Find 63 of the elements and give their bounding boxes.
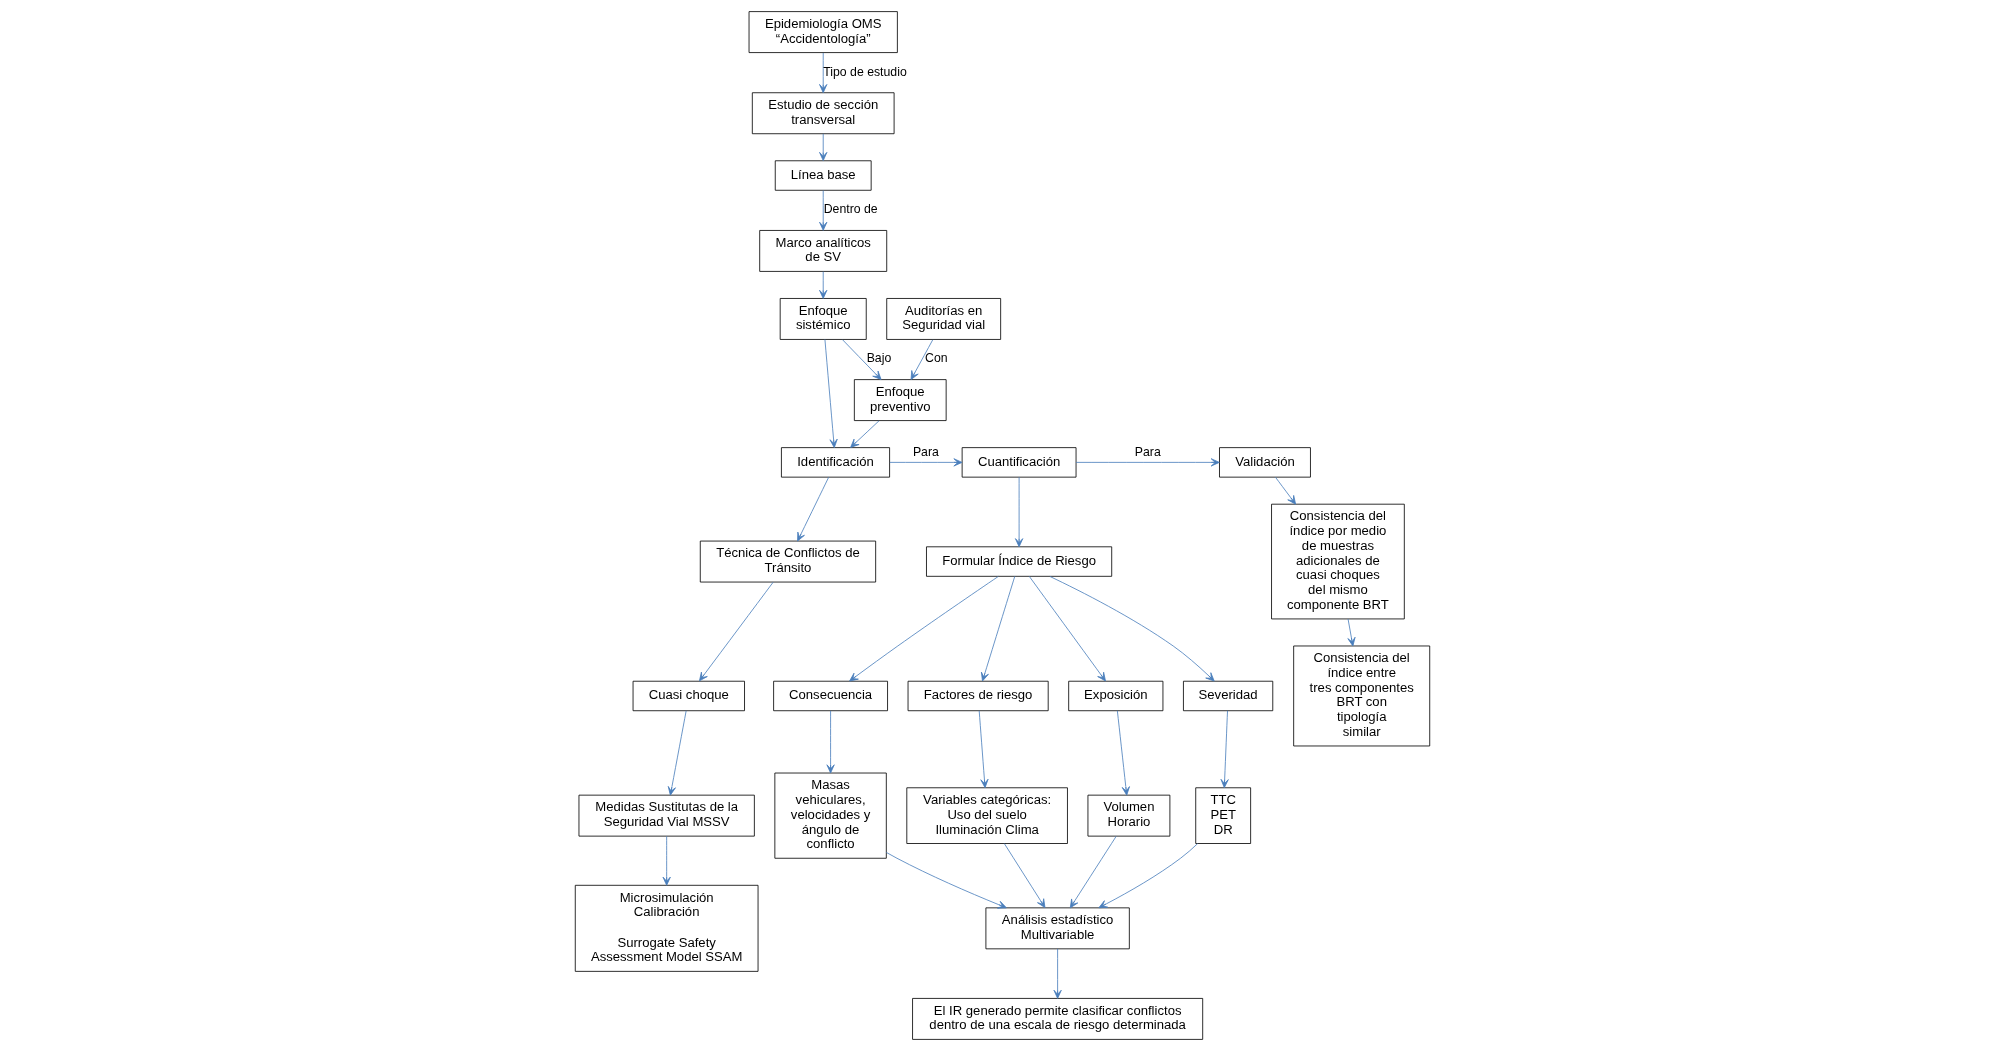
arrow [1116, 710, 1130, 796]
node-box: Consistencia del índice entre tres componentes BRT con tipología similar [1292, 645, 1430, 747]
node-box: Estudio de sección transversal [751, 92, 894, 135]
edge-label: Bajo [866, 351, 891, 366]
arrow [1097, 843, 1198, 909]
arrow [698, 581, 774, 682]
arrow [1346, 618, 1355, 647]
arrow [910, 339, 933, 380]
arrow [848, 576, 999, 682]
arrow [1274, 476, 1296, 505]
node-box: Consecuencia [772, 680, 888, 712]
arrow [1048, 576, 1215, 682]
node-box: Exposición [1067, 680, 1163, 712]
node-box: Masas vehiculares, velocidades y ángulo de conflicto [773, 772, 887, 859]
arrow [1075, 458, 1220, 467]
arrow [841, 339, 881, 380]
arrow [888, 458, 962, 467]
node-box: Formular Índice de Riesgo [925, 546, 1112, 577]
node-box: Enfoque preventivo [853, 379, 947, 421]
arrow [818, 133, 827, 161]
node-box: Severidad [1182, 680, 1273, 712]
edge-label: Con [924, 351, 948, 366]
node-box: Volumen Horario [1087, 794, 1170, 837]
node-box: Auditorías en Seguridad vial [885, 298, 1001, 340]
arrow [662, 835, 671, 886]
edge-label: Tipo de estudio [822, 64, 907, 79]
node-box: El IR generado permite clasificar conflictos dentro de una escala de riesgo determinada [911, 998, 1203, 1040]
node-box: Identificación [780, 447, 890, 478]
arrow [826, 710, 835, 774]
edge-label: Dentro de [823, 202, 878, 217]
node-box: Medidas Sustitutas de la Seguridad Vial MSSV [578, 794, 755, 837]
node-box: Variables categóricas: Uso del suelo Iluminación Clima [905, 787, 1068, 844]
node-box: Enfoque sistémico [779, 298, 867, 340]
arrow [1053, 948, 1062, 999]
arrow [818, 190, 827, 231]
node-box: Validación [1218, 447, 1311, 478]
node-box: Técnica de Conflictos de Tránsito [699, 540, 876, 583]
node-box: Epidemiología OMS “Accidentología” [748, 11, 898, 53]
arrow [824, 339, 838, 448]
node-box: Marco analíticos de SV [758, 230, 887, 272]
edge-label: Para [912, 444, 939, 459]
node-box: Línea base [774, 160, 872, 191]
node-box: Consistencia del índice por medio de muestras adicionales de cuasi choques del mismo componente BRT [1270, 503, 1405, 620]
arrow [849, 420, 879, 448]
edge-label: Para [1134, 444, 1161, 459]
arrow [818, 52, 827, 94]
arrow [1069, 835, 1117, 909]
arrow [1014, 476, 1023, 548]
node-box: Cuasi choque [632, 680, 745, 712]
arrow [1003, 843, 1045, 908]
node-box: Análisis estadístico Multivariable [985, 907, 1130, 950]
node-box: TTC PET DR [1194, 787, 1251, 844]
arrow [818, 271, 827, 299]
arrow [796, 476, 829, 542]
node-box: Cuantificación [961, 447, 1076, 478]
arrow [667, 710, 687, 796]
arrow [1220, 710, 1229, 789]
node-box: Microsimulación Calibración Surrogate Safety Assessment Model SSAM [574, 884, 758, 972]
arrow [1028, 575, 1106, 682]
arrow [980, 575, 1015, 682]
node-box: Factores de riesgo [907, 680, 1049, 712]
arrow [885, 852, 1007, 909]
arrow [978, 710, 988, 789]
